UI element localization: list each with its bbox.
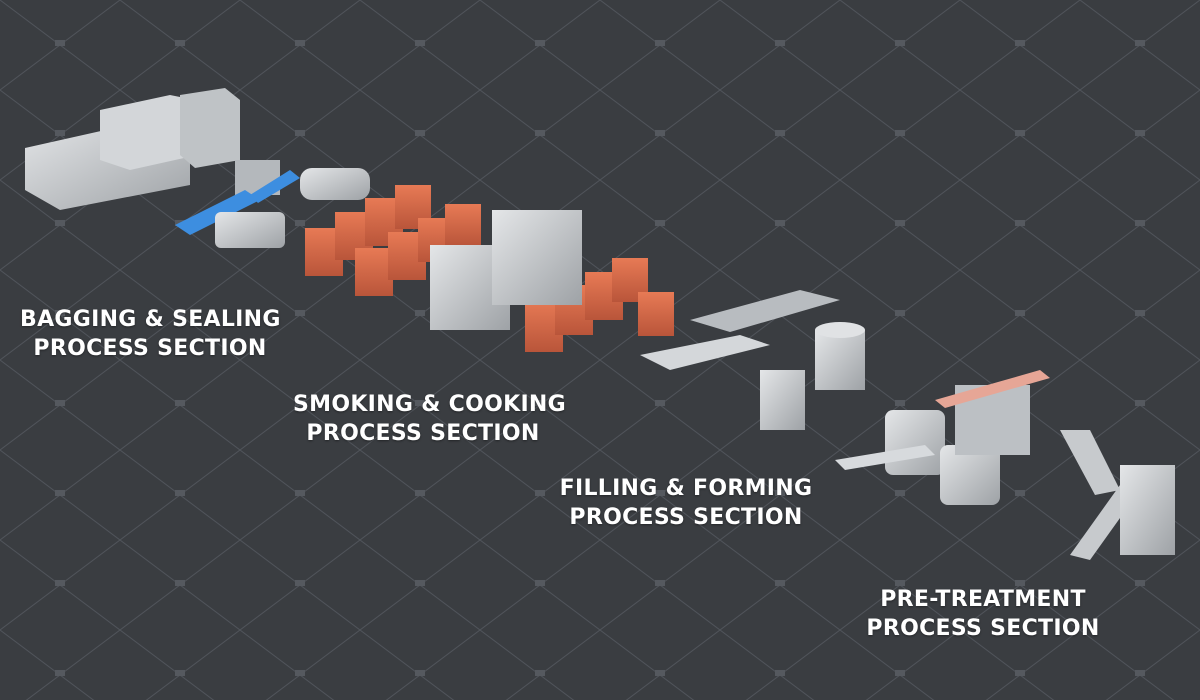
section-subtitle: PROCESS SECTION — [866, 616, 1100, 641]
section-title: SMOKING & COOKING — [293, 392, 566, 417]
section-label-pre-treatment: PRE-TREATMENT PROCESS SECTION — [853, 585, 1113, 643]
pre-treatment-machines — [835, 370, 1175, 560]
section-label-bagging-sealing: BAGGING & SEALING PROCESS SECTION — [20, 305, 280, 363]
section-label-smoking-cooking: SMOKING & COOKING PROCESS SECTION — [293, 390, 566, 448]
section-title: BAGGING & SEALING — [20, 307, 281, 332]
bagging-sealing-machines — [25, 88, 370, 248]
section-subtitle: PROCESS SECTION — [33, 336, 267, 361]
section-subtitle: PROCESS SECTION — [569, 505, 803, 530]
section-title: FILLING & FORMING — [559, 476, 813, 501]
filling-forming-machines — [640, 290, 865, 430]
section-title: PRE-TREATMENT — [880, 587, 1086, 612]
section-subtitle: PROCESS SECTION — [306, 421, 540, 446]
section-label-filling-forming: FILLING & FORMING PROCESS SECTION — [556, 474, 816, 532]
smoking-cooking-equipment — [305, 185, 674, 352]
